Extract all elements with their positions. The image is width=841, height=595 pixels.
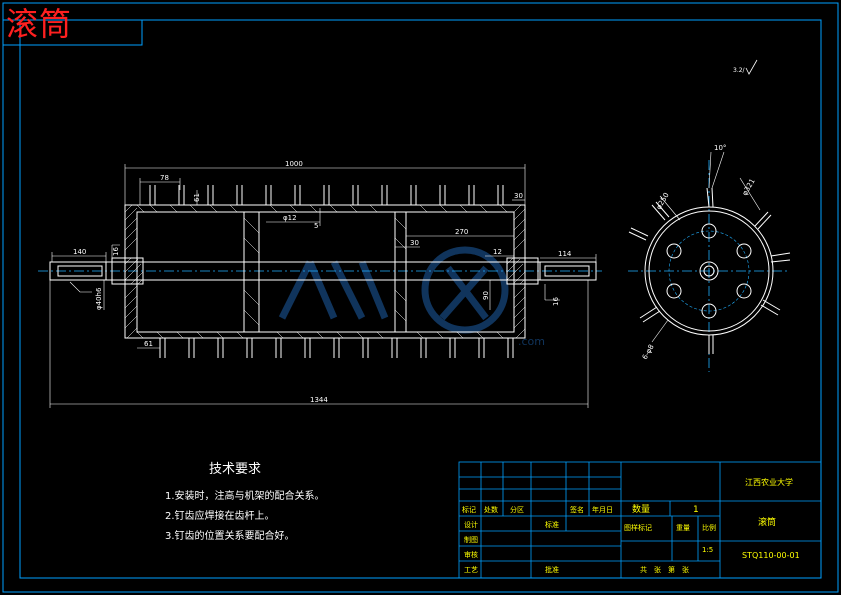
tb-label-process: 工艺 <box>464 566 478 574</box>
tb-sheet-label: 共 张 第 张 <box>640 565 689 574</box>
dim-1000: 1000 <box>285 160 303 168</box>
dim-140: 140 <box>73 248 86 256</box>
dim-angle: 10° <box>714 144 726 152</box>
title-block <box>458 461 822 579</box>
shaft-hole <box>699 261 719 281</box>
tech-req-title: 技术要求 <box>209 462 262 477</box>
dim-phi12: φ12 <box>283 214 297 222</box>
bolt-hole-3 <box>736 283 752 299</box>
bolt-hole-6 <box>666 243 682 259</box>
dim-phi250: φ250 <box>655 191 671 211</box>
tb-quantity: 1 <box>693 505 699 515</box>
watermark: .com <box>278 246 545 348</box>
front-dimension-texts: 1000 78 30 61 φ12 5 270 30 12 140 16 114… <box>73 160 572 404</box>
tb-label-sign: 签名 <box>570 505 584 514</box>
bolt-hole-2 <box>736 243 752 259</box>
side-view <box>628 187 791 354</box>
side-dimensions <box>651 151 761 343</box>
bolt-hole-4 <box>701 303 717 319</box>
tech-req-item-1: 1.安装时，注高与机架的配合关系。 <box>165 491 325 502</box>
dim-78: 78 <box>160 174 169 182</box>
dim-61-bottom: 61 <box>144 340 153 348</box>
roughness-text: 3.2/ <box>733 67 746 74</box>
tb-university: 江西农业大学 <box>745 477 793 487</box>
tb-scale: 1:5 <box>702 546 713 554</box>
tb-label-zone: 分区 <box>510 505 524 514</box>
bolt-hole-5 <box>666 283 682 299</box>
dim-16-right: 16 <box>552 297 560 306</box>
keyway-right <box>544 265 590 277</box>
dim-114: 114 <box>558 250 572 258</box>
tb-ratio-label: 比例 <box>702 523 716 532</box>
technical-requirements: 技术要求 1.安装时，注高与机架的配合关系。 2.钉齿应焊接在齿杆上。 3.钉齿… <box>165 458 325 547</box>
dim-6phi8: 6-φ8 <box>641 343 656 361</box>
title-box <box>2 19 143 46</box>
tech-req-item-3: 3.钉齿的位置关系要配合好。 <box>165 531 295 542</box>
tech-req-item-2: 2.钉齿应焊接在齿杆上。 <box>165 511 275 522</box>
dim-90: 90 <box>482 291 490 300</box>
dim-61-top: 61 <box>193 193 201 202</box>
tb-mark-label: 图样标记 <box>624 523 652 532</box>
tb-weight-label: 重量 <box>676 524 690 532</box>
dim-16-left: 16 <box>112 247 120 256</box>
inner-border <box>19 19 822 579</box>
tb-label-date: 年月日 <box>592 505 613 514</box>
bolt-circle <box>668 230 750 312</box>
dim-12: 12 <box>493 248 502 256</box>
tb-drawing-number: STQ110-00-01 <box>742 551 800 560</box>
tb-label-standard: 标准 <box>545 520 559 529</box>
front-view <box>49 185 597 358</box>
section-hatching <box>124 204 526 339</box>
tb-label-approve: 批准 <box>545 565 559 574</box>
tb-part-name: 滚筒 <box>758 516 776 528</box>
side-dimension-texts: 10° φ321 φ250 6-φ8 <box>641 144 757 361</box>
shaft <box>49 261 597 281</box>
dim-5: 5 <box>314 222 318 230</box>
drawing-title: 滚筒 <box>6 5 73 43</box>
drum-circle-inner <box>648 210 770 332</box>
bolt-hole-1 <box>701 223 717 239</box>
keyway-left <box>57 265 103 277</box>
watermark-circle <box>421 246 509 334</box>
tb-label-count: 处数 <box>484 505 498 514</box>
roughness-symbol: 3.2/ <box>733 59 758 75</box>
front-dimensions <box>49 164 597 408</box>
drum-shell-outer <box>124 204 526 339</box>
tb-label-design: 设计 <box>464 520 478 529</box>
dim-30-top: 30 <box>514 192 523 200</box>
dim-1344: 1344 <box>310 396 328 404</box>
tb-label-review: 审核 <box>464 550 478 559</box>
dim-270: 270 <box>455 228 468 236</box>
drum-shell-inner <box>136 211 515 333</box>
watermark-url: .com <box>518 335 545 348</box>
dim-phi321: φ321 <box>741 177 757 197</box>
title-block-texts: 标记 处数 分区 签名 年月日 设计 标准 制图 审核 工艺 批准 数量 1 图… <box>462 477 800 574</box>
tb-label-draw: 制图 <box>464 535 478 544</box>
dim-phi40: φ40h6 <box>95 287 103 310</box>
dim-30: 30 <box>410 239 419 247</box>
tb-quantity-label: 数量 <box>632 503 650 515</box>
tb-label-mark: 标记 <box>462 505 476 514</box>
